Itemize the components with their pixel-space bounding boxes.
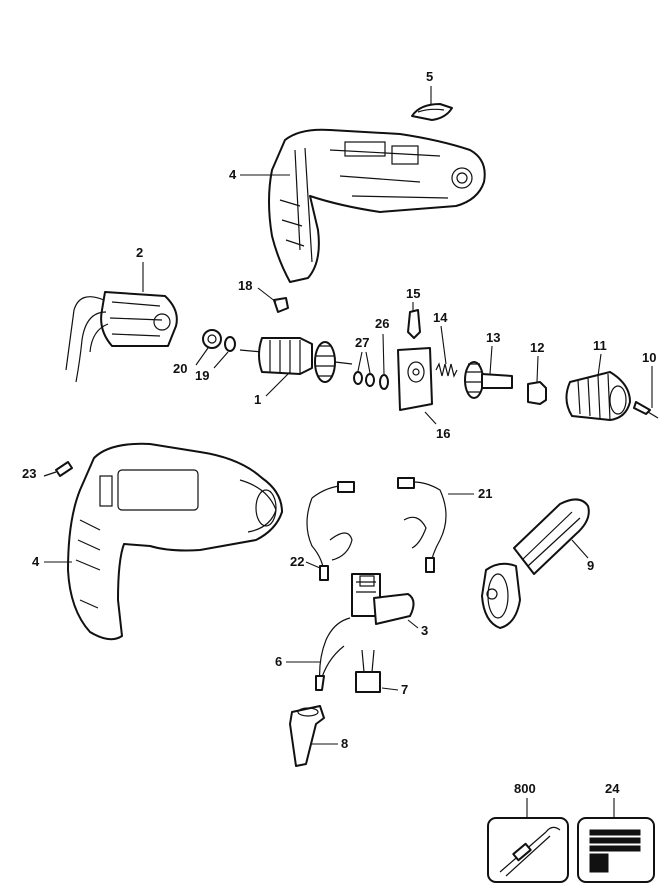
callout-19: 19 <box>195 368 209 383</box>
callout-3: 3 <box>421 623 428 638</box>
callout-4-top: 4 <box>229 167 237 182</box>
callout-1: 1 <box>254 392 261 407</box>
part-9-side-handle <box>481 498 590 629</box>
callout-9: 9 <box>587 558 594 573</box>
part-8-cord-guard <box>289 705 325 767</box>
part-22-brush-lead-left <box>306 481 355 581</box>
part-4-housing-outer-half <box>67 442 283 641</box>
part-16-gear-plate <box>397 347 433 411</box>
callout-10: 10 <box>642 350 656 365</box>
part-4-housing-inner-half <box>268 128 486 283</box>
part-14-spring <box>435 362 458 378</box>
callout-8: 8 <box>341 736 348 751</box>
callout-23: 23 <box>22 466 36 481</box>
callout-24: 24 <box>605 781 620 796</box>
part-800-cord-panel <box>487 817 569 883</box>
part-5-switch-cap <box>411 103 453 121</box>
callout-15: 15 <box>406 286 420 301</box>
part-24-label-panel <box>577 817 655 883</box>
callout-22: 22 <box>290 554 304 569</box>
callout-13: 13 <box>486 330 500 345</box>
part-7-capacitor <box>355 649 381 693</box>
callout-20: 20 <box>173 361 187 376</box>
callout-27: 27 <box>355 335 369 350</box>
callout-2: 2 <box>136 245 143 260</box>
callout-18: 18 <box>238 278 252 293</box>
callout-26: 26 <box>375 316 389 331</box>
part-27-washers <box>353 371 375 387</box>
part-2-field-stator <box>65 291 178 383</box>
callout-14: 14 <box>433 310 448 325</box>
part-26-washer <box>379 374 389 390</box>
part-19-washer <box>224 336 236 352</box>
callout-6: 6 <box>275 654 282 669</box>
part-6-suppressor <box>315 617 351 691</box>
part-1-armature <box>239 337 353 383</box>
callout-16: 16 <box>436 426 450 441</box>
part-12-nut <box>527 381 547 405</box>
callout-4-bottom: 4 <box>32 554 40 569</box>
callout-5: 5 <box>426 69 433 84</box>
part-21-brush-lead-right <box>397 477 447 573</box>
part-13-spindle-gear <box>464 361 513 399</box>
part-18-clip <box>273 297 289 313</box>
callout-12: 12 <box>530 340 544 355</box>
part-10-screw <box>633 401 659 419</box>
part-11-chuck <box>565 371 631 421</box>
callout-800: 800 <box>514 781 536 796</box>
part-23-screw <box>43 461 73 477</box>
callout-21: 21 <box>478 486 492 501</box>
callout-7: 7 <box>401 682 408 697</box>
callout-11: 11 <box>593 338 607 353</box>
part-15-lever <box>407 309 421 339</box>
part-20-bearing <box>202 329 222 349</box>
part-3-switch <box>351 573 415 625</box>
